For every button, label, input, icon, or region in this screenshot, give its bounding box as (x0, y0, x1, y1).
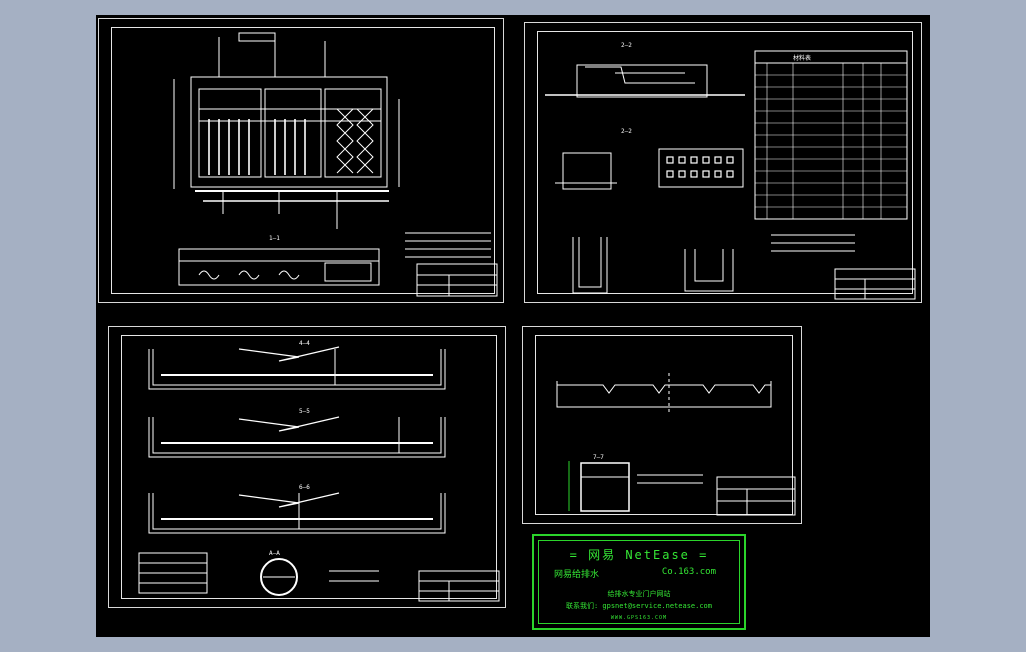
svg-text:A—A: A—A (269, 550, 280, 557)
sheet-border (111, 27, 495, 294)
drawing-sheet-plan[interactable]: 1—1 (98, 18, 504, 303)
sheet-border (121, 335, 497, 599)
drawing-sheet-profile[interactable]: 7—7 (522, 326, 802, 524)
stamp-title: = 网易 NetEase = (569, 548, 709, 562)
netease-stamp: = 网易 NetEase = 网易给排水 Co.163.com 给排水专业门户网… (532, 534, 746, 630)
drawing-sheet-details[interactable]: 2—2 2—2 材料表 (524, 22, 922, 303)
stamp-subtitle: 网易给排水 (554, 570, 600, 580)
drawing-sheet-sections[interactable]: 4—4 5—5 6—6 A—A (108, 326, 506, 608)
profile-drawing: 7—7 (556, 373, 796, 516)
detail-drawing: 2—2 2—2 材料表 (545, 42, 916, 300)
stamp-contact: 联系我们: gpsnet@service.netease.com (565, 602, 712, 610)
svg-text:7—7: 7—7 (593, 454, 604, 461)
svg-text:2—2: 2—2 (621, 128, 632, 135)
stamp-url: WWW.GPS163.COM (610, 615, 668, 621)
svg-text:1—1: 1—1 (269, 235, 280, 242)
svg-text:材料表: 材料表 (793, 54, 811, 62)
svg-text:5—5: 5—5 (299, 408, 310, 415)
svg-text:6—6: 6—6 (299, 484, 310, 491)
plan-drawing: 1—1 (173, 32, 498, 297)
stamp-tagline: 给排水专业门户网站 (607, 590, 671, 598)
sheet-border (537, 31, 913, 294)
svg-text:4—4: 4—4 (299, 340, 310, 347)
sheet-border (535, 335, 793, 515)
stamp-inner-border (538, 540, 740, 624)
stamp-domain: Co.163.com (661, 567, 716, 577)
sections-drawing: 4—4 5—5 6—6 A—A (138, 340, 500, 602)
svg-text:2—2: 2—2 (621, 42, 632, 49)
cad-viewport[interactable]: 1—1 (96, 15, 930, 637)
